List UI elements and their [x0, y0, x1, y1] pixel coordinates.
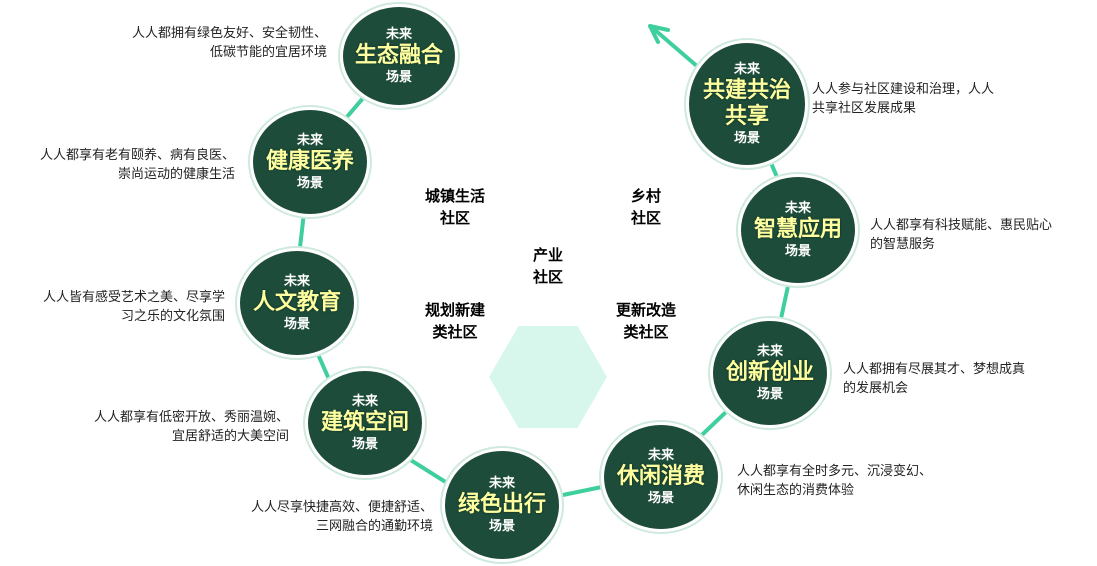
scene-title: 健康医养	[265, 149, 354, 174]
scene-prefix: 未来	[733, 62, 760, 77]
scene-title: 智慧应用	[753, 217, 842, 242]
arrow-head-icon	[648, 24, 670, 44]
desc-line: 三网融合的通勤环境	[315, 519, 433, 534]
scene-suffix: 场景	[351, 437, 378, 452]
scene-title: 绿色出行	[457, 492, 546, 517]
scene-suffix: 场景	[488, 519, 515, 534]
scene-title: 人文教育	[252, 290, 341, 315]
hex-renewal-community: 更新改造 类社区	[587, 270, 705, 372]
hex-label-line: 产业	[532, 246, 563, 264]
scene-description: 人人都拥有尽展其才、梦想成真 的发展机会	[843, 360, 1025, 398]
desc-line: 的发展机会	[843, 381, 909, 396]
desc-line: 人人都享有低密开放、秀丽温婉、	[93, 410, 289, 425]
scene-prefix: 未来	[283, 274, 310, 289]
ring-path	[292, 28, 802, 512]
scene-prefix: 未来	[647, 448, 674, 463]
scene-architecture-space: 未来 建筑空间 场景	[305, 368, 425, 478]
scene-prefix: 未来	[756, 344, 783, 359]
scene-suffix: 场景	[756, 387, 783, 402]
scene-suffix: 场景	[385, 70, 412, 85]
scene-prefix: 未来	[385, 27, 412, 42]
hex-urban-community: 城镇生活 社区	[396, 156, 514, 258]
scene-health: 未来 健康医养 场景	[250, 107, 370, 217]
hex-label-line: 城镇生活	[424, 187, 485, 205]
scene-description: 人人都享有低密开放、秀丽温婉、 宜居舒适的大美空间	[94, 408, 289, 446]
hex-label-line: 社区	[532, 268, 563, 286]
scene-title: 建筑空间	[320, 410, 409, 435]
hex-industry-community: 产业 社区	[489, 215, 607, 317]
scene-description: 人人都享有老有颐养、病有良医、 崇尚运动的健康生活	[40, 146, 235, 184]
desc-line: 人人都享有科技赋能、惠民贴心	[870, 218, 1053, 233]
scene-suffix: 场景	[647, 491, 674, 506]
scene-culture-education: 未来 人文教育 场景	[237, 248, 357, 358]
scene-suffix: 场景	[283, 317, 310, 332]
scene-title: 创新创业	[725, 360, 814, 385]
desc-line: 人人尽享快捷高效、便捷舒适、	[250, 500, 433, 515]
hex-label-line: 乡村	[630, 187, 661, 205]
hex-label-line: 社区	[630, 209, 661, 227]
hex-label-line: 类社区	[432, 323, 478, 341]
hex-label-line: 社区	[439, 209, 470, 227]
scene-description: 人人都享有全时多元、沉浸变幻、 休闲生态的消费体验	[737, 462, 932, 500]
scene-description: 人人尽享快捷高效、便捷舒适、 三网融合的通勤环境	[251, 498, 433, 536]
scene-prefix: 未来	[351, 394, 378, 409]
desc-line: 崇尚运动的健康生活	[117, 167, 235, 182]
desc-line: 低碳节能的宜居环境	[209, 45, 327, 60]
scene-suffix: 场景	[733, 131, 760, 146]
desc-line: 共享社区发展成果	[812, 101, 917, 116]
scene-ecology: 未来 生态融合 场景	[340, 4, 458, 108]
scene-suffix: 场景	[296, 176, 323, 191]
desc-line: 人人都拥有绿色友好、安全韧性、	[131, 26, 327, 41]
scene-description: 人人都享有科技赋能、惠民贴心 的智慧服务	[870, 216, 1052, 254]
desc-line: 人人都享有全时多元、沉浸变幻、	[737, 464, 933, 479]
hex-label-line: 更新改造	[615, 301, 676, 319]
hex-label-line: 类社区	[623, 323, 669, 341]
desc-line: 休闲生态的消费体验	[737, 483, 855, 498]
scene-title: 休闲消费	[616, 464, 705, 489]
scene-prefix: 未来	[488, 476, 515, 491]
hex-label-line: 规划新建	[424, 301, 485, 319]
hex-new-build-community: 规划新建 类社区	[396, 270, 514, 372]
scene-innovation-entrepreneurship: 未来 创新创业 场景	[710, 318, 830, 428]
hex-rural-community: 乡村 社区	[587, 156, 705, 258]
scene-title: 共享	[724, 104, 769, 129]
scene-prefix: 未来	[784, 201, 811, 216]
scene-description: 人人参与社区建设和治理，人人 共享社区发展成果	[812, 80, 994, 118]
scene-prefix: 未来	[296, 133, 323, 148]
desc-line: 人人皆有感受艺术之美、尽享学	[42, 290, 225, 305]
desc-line: 人人都拥有尽展其才、梦想成真	[843, 362, 1026, 377]
scene-title: 生态融合	[354, 43, 443, 68]
scene-leisure-consumption: 未来 休闲消费 场景	[601, 422, 721, 532]
desc-line: 人人都享有老有颐养、病有良医、	[39, 148, 235, 163]
desc-line: 习之乐的文化氛围	[120, 309, 225, 324]
scene-title: 共建共治	[702, 78, 791, 103]
scene-description: 人人都拥有绿色友好、安全韧性、 低碳节能的宜居环境	[132, 24, 327, 62]
desc-line: 宜居舒适的大美空间	[171, 429, 289, 444]
desc-line: 的智慧服务	[870, 237, 936, 252]
scene-smart-application: 未来 智慧应用 场景	[738, 174, 858, 286]
scene-suffix: 场景	[784, 244, 811, 259]
scene-description: 人人皆有感受艺术之美、尽享学 习之乐的文化氛围	[43, 288, 225, 326]
desc-line: 人人参与社区建设和治理，人人	[812, 82, 995, 97]
scene-green-mobility: 未来 绿色出行 场景	[442, 448, 562, 562]
scene-co-governance: 未来 共建共治 共享 场景	[686, 40, 808, 168]
